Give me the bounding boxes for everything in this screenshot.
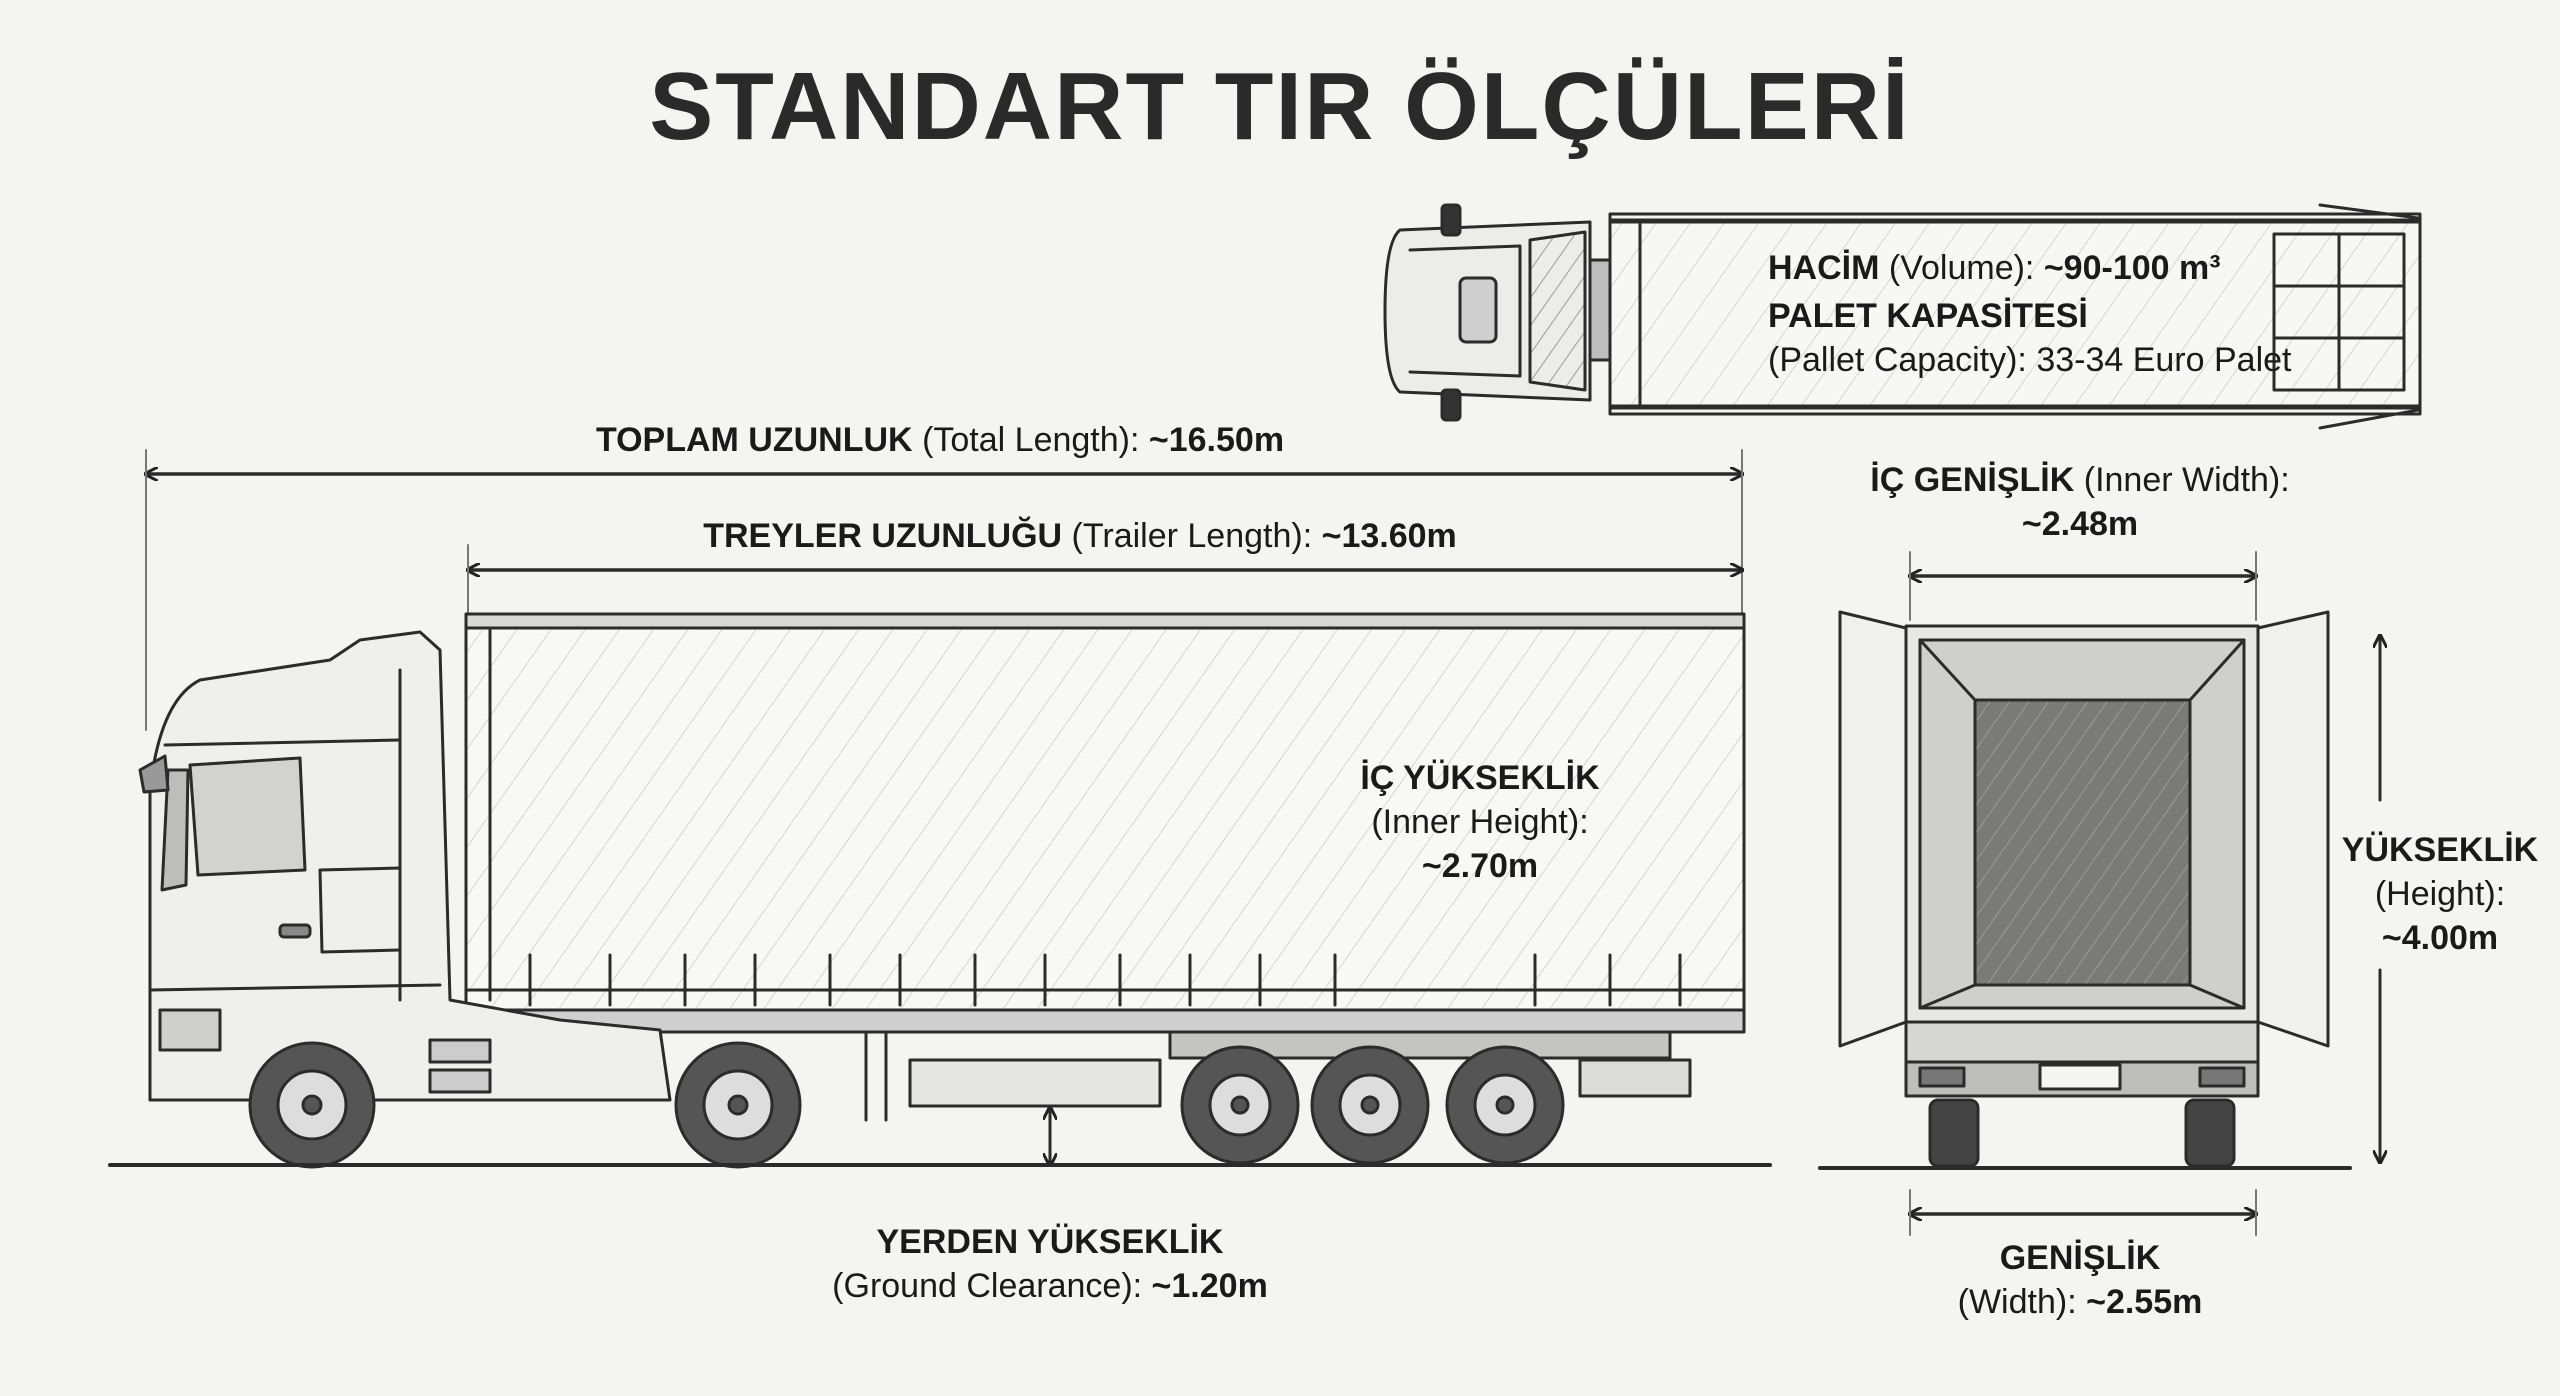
trailer-length-label: TREYLER UZUNLUĞU (Trailer Length): ~13.6… — [703, 517, 1457, 555]
total-length-label: TOPLAM UZUNLUK (Total Length): ~16.50m — [595, 421, 1285, 459]
top-view — [1383, 203, 2422, 430]
rear-view — [1818, 551, 2380, 1236]
height-label: YÜKSEKLİK(Height):~4.00m — [2341, 831, 2539, 957]
volume-label: HACİM (Volume): ~90-100 m³ — [1768, 249, 2221, 287]
inner-height-label: İÇ YÜKSEKLİK(Inner Height):~2.70m — [1360, 759, 1600, 885]
page-title: STANDART TIR ÖLÇÜLERİ — [649, 53, 1911, 160]
pallet-label: PALET KAPASİTESİ(Pallet Capacity): 33-34… — [1768, 297, 2292, 379]
side-view — [108, 612, 1772, 1169]
ground-clearance-label: YERDEN YÜKSEKLİK(Ground Clearance): ~1.2… — [832, 1223, 1268, 1305]
width-label: GENİŞLİK(Width): ~2.55m — [1957, 1239, 2203, 1321]
inner-width-label: İÇ GENİŞLİK (Inner Width):~2.48m — [1870, 461, 2290, 543]
